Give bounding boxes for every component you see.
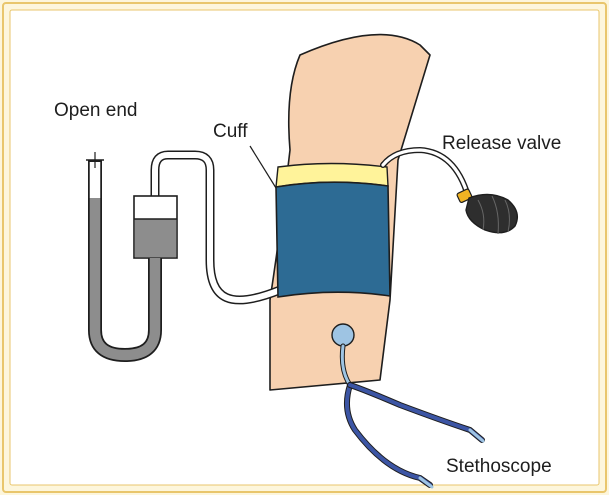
- stethoscope-label: Stethoscope: [446, 457, 552, 476]
- reservoir-fluid: [135, 219, 176, 257]
- open-end-label: Open end: [54, 101, 137, 120]
- cuff-label: Cuff: [213, 122, 248, 141]
- stethoscope-chestpiece: [332, 324, 354, 346]
- cuff: [276, 182, 390, 297]
- release-valve-label: Release valve: [442, 134, 561, 153]
